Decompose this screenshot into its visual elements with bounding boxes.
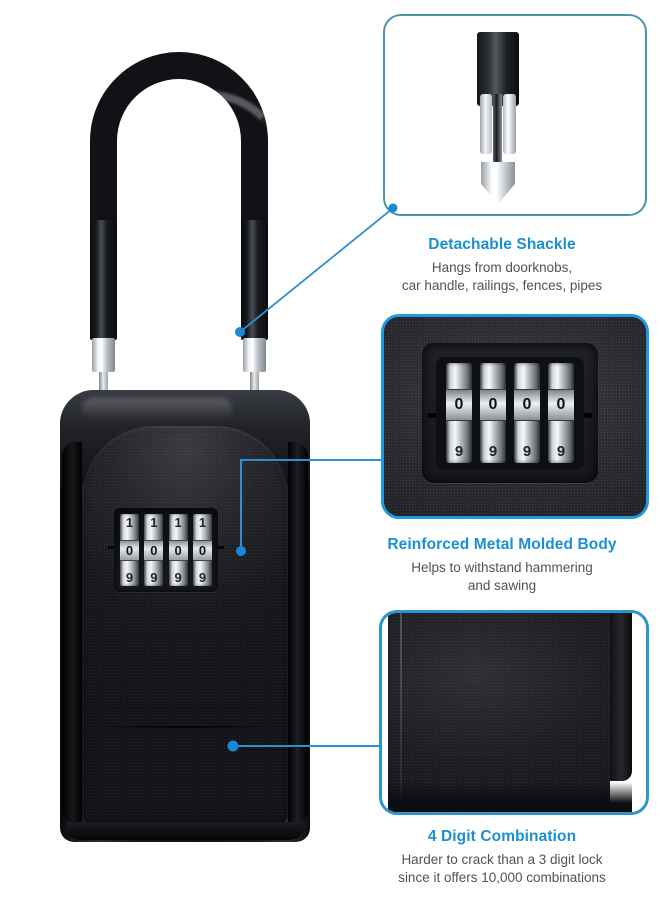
shackle-collar <box>92 338 115 372</box>
feature-description-line-1: Hangs from doorknobs, <box>431 260 573 275</box>
closeup-dial-1[interactable]: 0 9 <box>446 363 472 463</box>
callout-panel-reinforced-body: 0 9 0 9 0 9 0 9 <box>381 314 649 519</box>
closeup-dial-4-value: 0 <box>548 388 574 421</box>
lockbox-door-texture <box>82 426 288 824</box>
dial-3-bottom: 9 <box>174 570 182 585</box>
feature-description: Helps to withstand hammering and sawing <box>352 559 652 595</box>
dial-4[interactable]: 1 0 9 <box>192 514 212 586</box>
shackle-arc <box>90 52 268 242</box>
closeup-dial-3-bottom: 9 <box>522 443 532 460</box>
dial-2[interactable]: 1 0 9 <box>144 514 164 586</box>
closeup-dial-2-bottom: 9 <box>488 443 498 460</box>
body-surface-edge-line <box>400 613 402 812</box>
body-surface-bottom-shadow <box>388 782 632 812</box>
closeup-dial-3[interactable]: 0 9 <box>514 363 540 463</box>
dial-4-value: 0 <box>192 539 212 561</box>
shackle-stem <box>250 372 259 394</box>
shackle-closeup-sleeve-left <box>480 94 492 154</box>
feature-description-line-1: Harder to crack than a 3 digit lock <box>401 852 603 867</box>
dial-1-bottom: 9 <box>125 570 134 585</box>
combination-dial-window: 1 0 9 1 0 9 1 0 9 1 0 9 <box>114 508 218 592</box>
feature-title: 4 Digit Combination <box>427 828 577 845</box>
dial-closeup-window: 0 9 0 9 0 9 0 9 <box>436 357 584 469</box>
shackle-closeup-sleeve-right <box>503 94 516 154</box>
lockbox-door <box>82 426 288 824</box>
feature-detachable-shackle: Detachable Shackle Hangs from doorknobs,… <box>352 236 652 295</box>
closeup-dial-4-bottom: 9 <box>556 443 566 460</box>
feature-description-line-2: and sawing <box>467 578 537 594</box>
lockbox-door-seam <box>90 726 280 728</box>
dial-2-bottom: 9 <box>150 570 158 585</box>
feature-description-line-1: Helps to withstand hammering <box>411 560 593 575</box>
feature-description-line-2: since it offers 10,000 combinations <box>398 870 606 886</box>
shackle-stem <box>99 372 108 394</box>
callout-panel-detachable-shackle <box>383 14 647 216</box>
dial-1[interactable]: 1 0 9 <box>120 514 139 586</box>
feature-4-digit-combination: 4 Digit Combination Harder to crack than… <box>352 828 652 887</box>
shackle-leg-right <box>241 220 268 340</box>
shackle-collar <box>243 338 266 372</box>
dial-2-top: 1 <box>150 515 158 530</box>
closeup-dial-1-bottom: 9 <box>454 443 464 460</box>
feature-description: Harder to crack than a 3 digit lock sinc… <box>352 851 652 887</box>
feature-description-line-2: car handle, railings, fences, pipes <box>401 278 603 294</box>
dial-1-value: 0 <box>120 539 139 561</box>
dial-4-top: 1 <box>198 515 207 530</box>
shackle-closeup-cone-tip <box>481 162 515 204</box>
shackle-leg-left <box>90 220 117 340</box>
closeup-dial-2[interactable]: 0 9 <box>480 363 506 463</box>
feature-title: Reinforced Metal Molded Body <box>387 536 617 553</box>
lockbox-bottom-lip <box>66 822 304 840</box>
dial-3-top: 1 <box>174 515 182 530</box>
dial-3[interactable]: 1 0 9 <box>168 514 188 586</box>
shackle-closeup-shaft <box>477 32 519 106</box>
product-lockbox: 1 0 9 1 0 9 1 0 9 1 0 9 <box>60 390 310 842</box>
dial-2-value: 0 <box>144 539 164 561</box>
dial-3-value: 0 <box>168 539 188 561</box>
closeup-dial-2-value: 0 <box>480 388 506 421</box>
closeup-dial-4[interactable]: 0 9 <box>548 363 574 463</box>
closeup-dial-3-value: 0 <box>514 388 540 421</box>
shackle-closeup-core-pin <box>493 94 502 168</box>
feature-title: Detachable Shackle <box>428 236 576 253</box>
dial-4-bottom: 9 <box>198 570 207 585</box>
product-shackle <box>62 52 302 423</box>
lockbox-left-edge <box>62 442 82 822</box>
body-surface-face <box>388 613 610 812</box>
feature-description: Hangs from doorknobs, car handle, railin… <box>352 259 652 295</box>
dial-1-top: 1 <box>125 515 134 530</box>
callout-panel-4-digit-combination <box>379 610 649 815</box>
feature-reinforced-body: Reinforced Metal Molded Body Helps to wi… <box>352 536 652 595</box>
closeup-dial-1-value: 0 <box>446 388 472 421</box>
body-surface-side-panel <box>610 613 632 781</box>
lockbox-right-edge <box>288 442 308 822</box>
